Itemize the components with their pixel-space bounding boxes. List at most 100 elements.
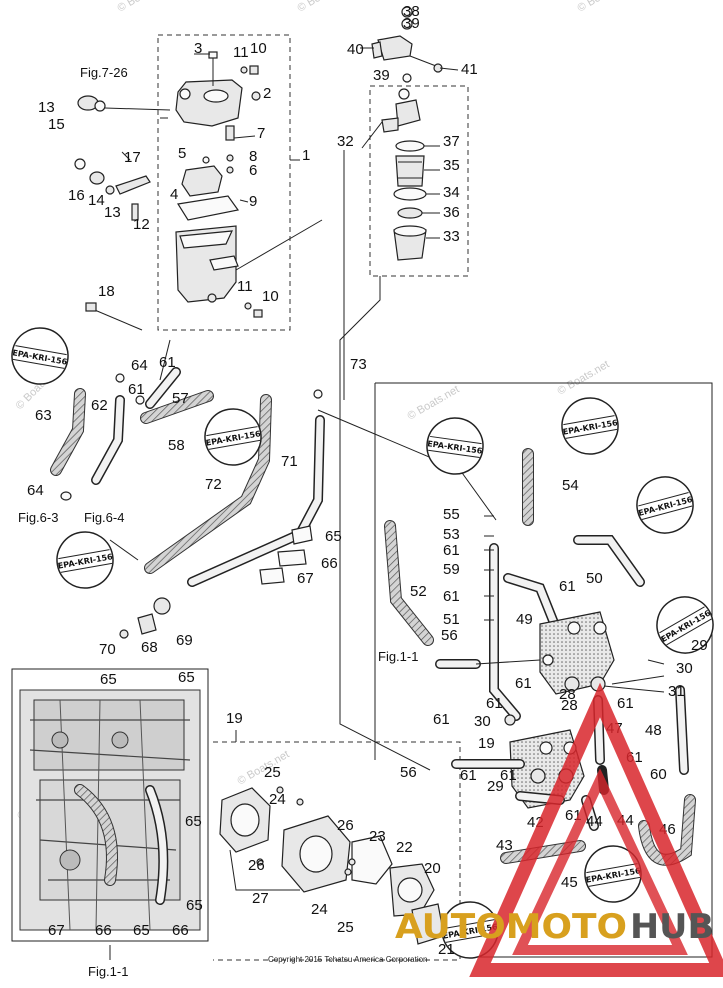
part-number-label: 9 (249, 193, 257, 210)
part-number-label: 4 (170, 186, 178, 203)
part-number-label: 39 (403, 15, 420, 32)
part-number-label: 61 (500, 767, 517, 784)
part-number-label: 65 (186, 897, 203, 914)
part-number-label: 32 (337, 133, 354, 150)
part-number-label: 59 (443, 561, 460, 578)
part-number-label: 11 (237, 278, 253, 295)
part-number-label: 56 (400, 764, 417, 781)
figure-reference: Fig.1-1 (88, 964, 128, 979)
part-number-label: 15 (48, 116, 65, 133)
epa-badge: EPA-KRI-156 (204, 408, 262, 466)
hose-clips (259, 525, 313, 585)
part-number-label: 20 (424, 860, 441, 877)
part-number-label: 56 (441, 627, 458, 644)
part-number-label: 61 (460, 767, 477, 784)
part-number-label: 29 (691, 637, 708, 654)
part-number-label: 67 (297, 570, 314, 587)
part-number-label: 38 (403, 3, 420, 20)
part-number-label: 55 (443, 506, 460, 523)
part-number-label: 5 (178, 145, 186, 162)
part-number-label: 69 (176, 632, 193, 649)
part-number-label: 26 (337, 817, 354, 834)
part-number-label: 65 (133, 922, 150, 939)
part-number-label: 66 (321, 555, 338, 572)
part-number-label: 61 (433, 711, 450, 728)
epa-badge: EPA-KRI-156 (11, 327, 69, 385)
part-number-label: 68 (141, 639, 158, 656)
part-number-label: 17 (124, 149, 141, 166)
part-number-label: 3 (194, 40, 202, 57)
epa-badge: EPA-KRI-156 (426, 417, 484, 475)
part-number-label: 65 (325, 528, 342, 545)
part-number-label: 65 (185, 813, 202, 830)
primer-fittings (119, 597, 171, 639)
part-number-label: 40 (347, 41, 364, 58)
part-number-label: 12 (133, 216, 150, 233)
part-number-label: 41 (461, 61, 478, 78)
part-number-label: 43 (496, 837, 513, 854)
part-number-label: 25 (337, 919, 354, 936)
epa-badge: EPA-KRI-156 (636, 476, 694, 534)
watermark-text: © Boats.net (116, 0, 172, 15)
leader-lines (109, 47, 665, 960)
part-number-label: 73 (350, 356, 367, 373)
part-number-label: 19 (478, 735, 495, 752)
part-number-label: 8 (249, 148, 257, 165)
part-number-label: 58 (168, 437, 185, 454)
part-number-label: 34 (443, 184, 460, 201)
part-number-label: 51 (443, 611, 460, 628)
part-number-label: 7 (257, 125, 265, 142)
part-number-label: 10 (262, 288, 279, 305)
part-number-label: 62 (91, 397, 108, 414)
part-number-label: 39 (373, 67, 390, 84)
part-number-label: 36 (443, 204, 460, 221)
watermark-text: © Boats.net (406, 383, 462, 422)
part-number-label: 63 (35, 407, 52, 424)
part-number-label: 28 (559, 686, 576, 703)
part-number-label: 22 (396, 839, 413, 856)
part-number-label: 45 (561, 874, 578, 891)
part-number-label: 26 (248, 857, 265, 874)
part-number-label: 31 (668, 683, 685, 700)
part-number-label: 61 (159, 354, 176, 371)
part-number-label: 35 (443, 157, 460, 174)
watermark-text: © Boats.net (296, 0, 352, 15)
figure-reference: Fig.1-1 (378, 649, 418, 664)
left-small-parts (74, 95, 171, 221)
fuel-filter-assembly (371, 6, 443, 261)
part-number-label: 28 (561, 697, 578, 714)
part-number-label: 64 (131, 357, 148, 374)
part-number-label: 60 (650, 766, 667, 783)
part-number-label: 49 (516, 611, 533, 628)
part-number-label: 33 (443, 228, 460, 245)
part-number-label: 61 (559, 578, 576, 595)
epa-badge: EPA-KRI-156 (56, 531, 114, 589)
part-number-label: 72 (205, 476, 222, 493)
part-number-label: 37 (443, 133, 460, 150)
part-number-label: 61 (443, 542, 460, 559)
part-number-label: 52 (410, 583, 427, 600)
part-number-label: 18 (98, 283, 115, 300)
figure-reference: Fig.7-26 (80, 65, 128, 80)
part-number-label: 70 (99, 641, 116, 658)
watermark-text: © Boats.net (576, 0, 632, 15)
part-number-label: 11 (233, 44, 249, 61)
part-number-label: 13 (38, 99, 55, 116)
part-number-label: 67 (48, 922, 65, 939)
part-number-label: 13 (104, 204, 121, 221)
part-number-label: 44 (586, 813, 603, 830)
part-number-label: 66 (95, 922, 112, 939)
part-number-label: 66 (172, 922, 189, 939)
watermark-text: © Boats.net (556, 358, 612, 397)
logo-text-automoto: AUTOMOTO (395, 907, 627, 947)
part-number-label: 10 (250, 40, 267, 57)
copyright-text: Copyright 2015 Tohatsu America Corporati… (268, 955, 428, 964)
part-number-label: 19 (226, 710, 243, 727)
fuel-pump-exploded (219, 786, 445, 945)
part-number-label: 6 (249, 162, 257, 179)
hoses-center (50, 367, 325, 587)
